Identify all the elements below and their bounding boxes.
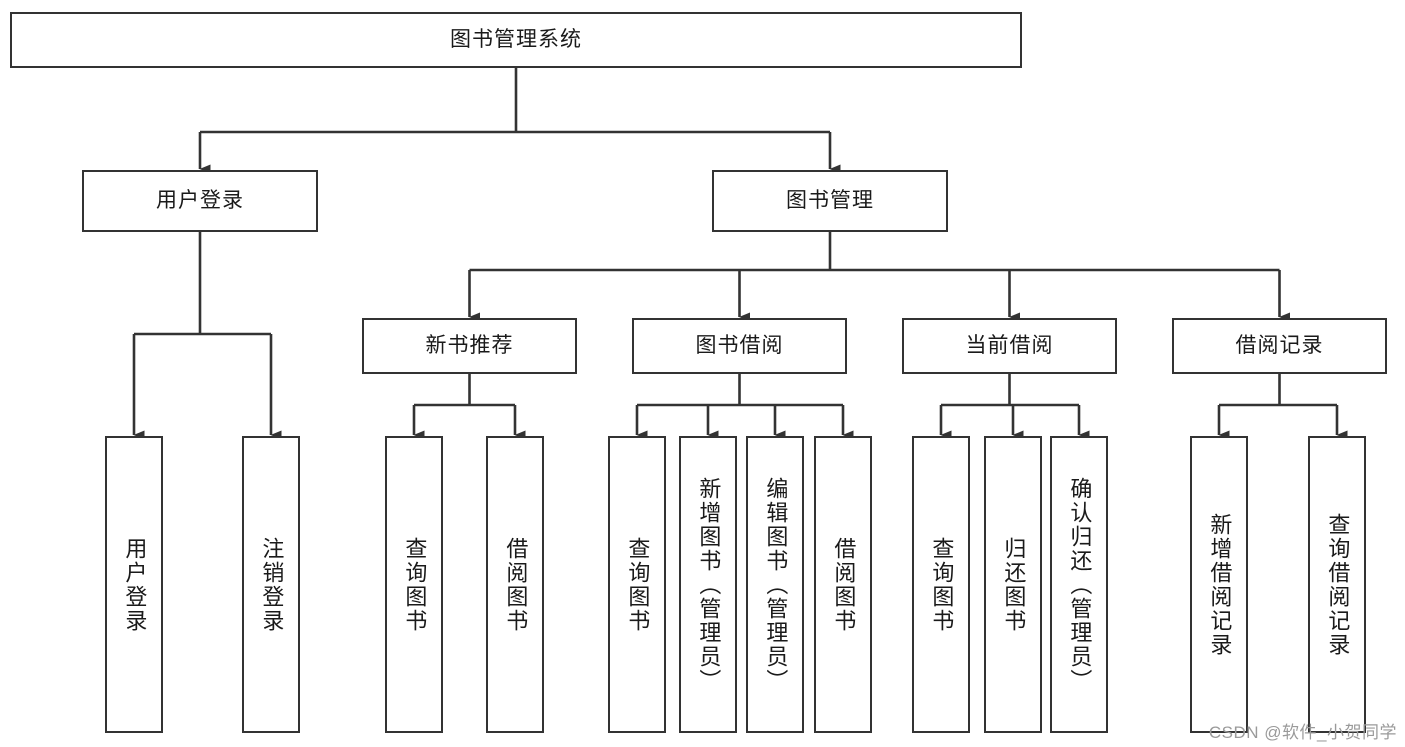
node-leaf-logout[interactable]: 注销登录 xyxy=(242,436,300,733)
node-leaf-edit-book[interactable]: 编辑图书（管理员） xyxy=(746,436,804,733)
node-label: 用户登录 xyxy=(156,189,244,213)
node-label: 查询图书 xyxy=(402,536,428,633)
node-leaf-borrow-book[interactable]: 借阅图书 xyxy=(814,436,872,733)
node-label: 图书管理 xyxy=(786,189,874,213)
node-current-borrow[interactable]: 当前借阅 xyxy=(902,318,1117,374)
node-leaf-borrow-book-rec[interactable]: 借阅图书 xyxy=(486,436,544,733)
node-leaf-add-book[interactable]: 新增图书（管理员） xyxy=(679,436,737,733)
node-leaf-query-book-bor[interactable]: 查询图书 xyxy=(608,436,666,733)
node-borrow-record[interactable]: 借阅记录 xyxy=(1172,318,1387,374)
node-book-borrow[interactable]: 图书借阅 xyxy=(632,318,847,374)
node-leaf-user-login[interactable]: 用户登录 xyxy=(105,436,163,733)
node-root[interactable]: 图书管理系统 xyxy=(10,12,1022,68)
node-label: 用户登录 xyxy=(122,536,148,633)
node-leaf-return-book[interactable]: 归还图书 xyxy=(984,436,1042,733)
node-label: 新增借阅记录 xyxy=(1207,512,1233,657)
node-label: 借阅图书 xyxy=(503,536,529,633)
node-label: 图书管理系统 xyxy=(450,28,582,52)
node-label: 新增图书（管理员） xyxy=(696,476,722,693)
node-label: 查询图书 xyxy=(625,536,651,633)
node-label: 查询图书 xyxy=(929,536,955,633)
node-label: 新书推荐 xyxy=(425,334,514,358)
node-label: 图书借阅 xyxy=(695,334,784,358)
node-label: 注销登录 xyxy=(259,536,285,633)
node-user-login[interactable]: 用户登录 xyxy=(82,170,318,232)
node-label: 当前借阅 xyxy=(965,334,1054,358)
node-label: 编辑图书（管理员） xyxy=(763,476,789,693)
node-label: 确认归还（管理员） xyxy=(1067,476,1093,693)
node-label: 查询借阅记录 xyxy=(1325,512,1351,657)
node-leaf-query-book-cur[interactable]: 查询图书 xyxy=(912,436,970,733)
node-new-book-recommend[interactable]: 新书推荐 xyxy=(362,318,577,374)
node-label: 借阅记录 xyxy=(1235,334,1324,358)
node-book-manage[interactable]: 图书管理 xyxy=(712,170,948,232)
node-label: 借阅图书 xyxy=(831,536,857,633)
watermark-text: CSDN @软件_小贺同学 xyxy=(1208,723,1397,742)
node-leaf-add-record[interactable]: 新增借阅记录 xyxy=(1190,436,1248,733)
node-leaf-query-book-rec[interactable]: 查询图书 xyxy=(385,436,443,733)
node-label: 归还图书 xyxy=(1001,536,1027,633)
node-leaf-confirm-return[interactable]: 确认归还（管理员） xyxy=(1050,436,1108,733)
node-leaf-query-record[interactable]: 查询借阅记录 xyxy=(1308,436,1366,733)
